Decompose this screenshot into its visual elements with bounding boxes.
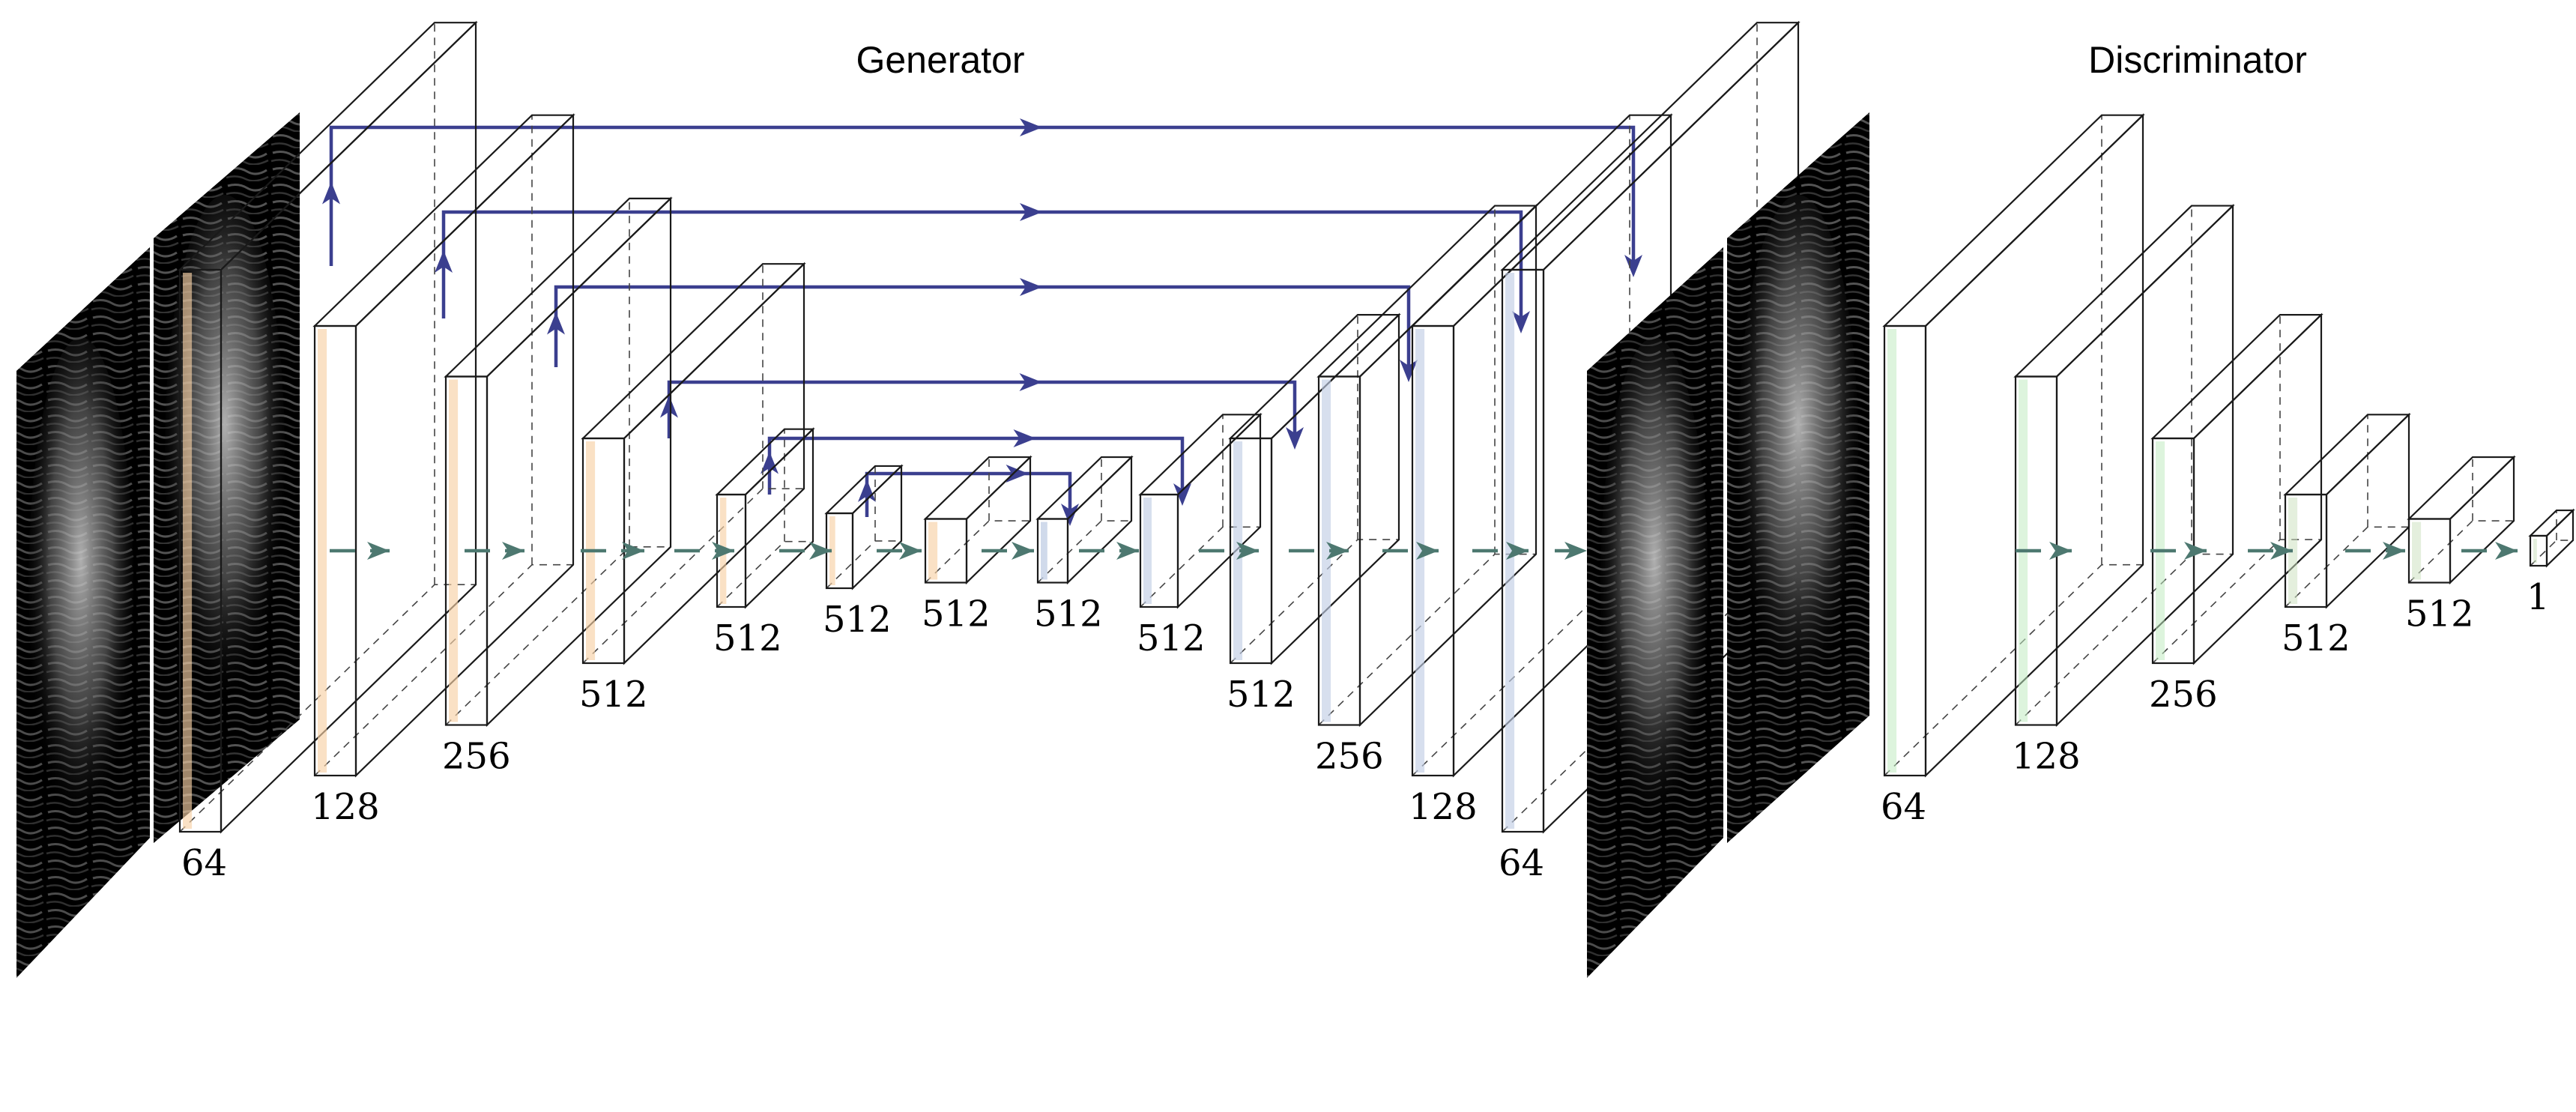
encoder-block-3	[444, 196, 673, 728]
output-mri-b	[1727, 112, 1869, 843]
flow-arrow-15	[2150, 542, 2207, 560]
flow-arrow-17	[2345, 542, 2405, 560]
encoder-block-7	[923, 455, 1032, 585]
flow-arrow-14	[2016, 542, 2072, 560]
input-mri-b	[154, 112, 300, 843]
flow-arrow-13	[1555, 542, 1587, 560]
flow-arrow-10	[1289, 542, 1349, 560]
encoder-label-4: 512	[579, 674, 648, 716]
decoder-block-2	[1228, 312, 1401, 665]
discriminator-block-4	[2283, 412, 2411, 609]
encoder-block-2	[312, 113, 575, 778]
flow-arrow-9	[1199, 542, 1259, 560]
encoder-label-6: 512	[823, 599, 892, 641]
skip-connection-6	[858, 465, 1079, 526]
flow-arrow-11	[1382, 542, 1439, 560]
flow-arrow-5	[779, 542, 832, 560]
skip-connection-3	[547, 278, 1418, 382]
discriminator-label-6: 1	[2527, 576, 2550, 618]
skip-connection-1	[322, 118, 1642, 277]
encoder-block-1	[178, 20, 478, 834]
decoder-block-1	[1138, 412, 1263, 609]
discriminator-block-6	[2528, 508, 2575, 568]
skip-connection-5	[761, 429, 1191, 506]
discriminator-label-1: 64	[1881, 786, 1926, 828]
skip-connection-4	[660, 373, 1304, 450]
skip-connections	[322, 118, 1642, 526]
encoder-block-5	[715, 427, 815, 609]
flow-arrow-12	[1472, 542, 1529, 560]
bottleneck-block	[1035, 455, 1134, 585]
bottleneck-label: 512	[1034, 593, 1103, 635]
decoder-label-4: 128	[1409, 786, 1478, 828]
discriminator-label-4: 512	[2282, 617, 2350, 659]
discriminator-title: Discriminator	[2088, 39, 2307, 81]
encoder-label-3: 256	[442, 736, 511, 778]
flow-arrow-18	[2461, 542, 2518, 560]
flow-arrows	[330, 542, 2518, 560]
decoder-label-3: 256	[1315, 736, 1384, 778]
encoder-label-5: 512	[713, 617, 782, 659]
discriminator-label-3: 256	[2149, 674, 2218, 716]
encoder-block-6	[824, 464, 904, 590]
decoder-label-1: 512	[1137, 617, 1206, 659]
decoder-label-2: 512	[1227, 674, 1295, 716]
discriminator-block-5	[2407, 455, 2516, 585]
input-mri-a	[16, 247, 150, 978]
decoder-block-3	[1316, 203, 1538, 728]
encoder-label-2: 128	[311, 786, 380, 828]
discriminator-block-1	[1882, 113, 2145, 778]
flow-arrow-16	[2248, 542, 2293, 560]
flow-arrow-6	[877, 542, 922, 560]
decoder-label-5: 64	[1499, 842, 1544, 884]
discriminator-block-2	[2013, 203, 2235, 728]
flow-arrow-3	[581, 542, 644, 560]
flow-arrow-7	[982, 542, 1034, 560]
output-mri-a	[1587, 247, 1723, 978]
discriminator-block-3	[2150, 312, 2323, 665]
flow-arrow-8	[1079, 542, 1139, 560]
encoder-label-1: 64	[181, 842, 227, 884]
generator-title: Generator	[856, 39, 1024, 81]
flow-arrow-1	[330, 542, 390, 560]
flow-arrow-4	[674, 542, 734, 560]
encoder-label-7: 512	[922, 593, 991, 635]
discriminator-label-2: 128	[2012, 736, 2081, 778]
flow-arrow-2	[465, 542, 524, 560]
discriminator-label-5: 512	[2405, 593, 2474, 635]
channel-labels: 64 128 256 512 512 512 512 512 512 512 256 128 64 64 1…	[181, 576, 2550, 884]
